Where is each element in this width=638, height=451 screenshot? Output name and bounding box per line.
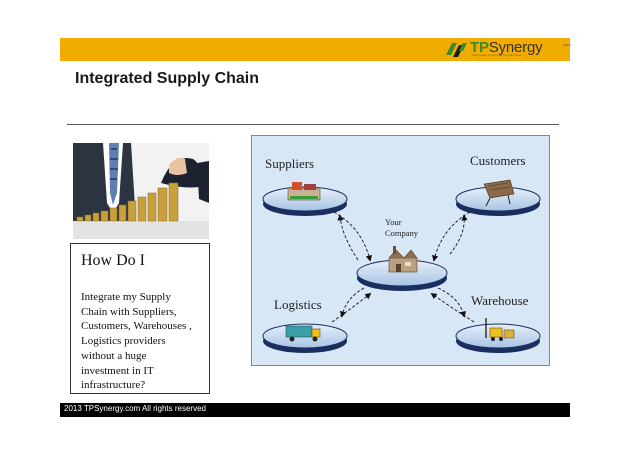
question-box: How Do I Integrate my Supply Chain with …	[70, 243, 210, 394]
title-divider	[67, 124, 559, 125]
warehouse-forklift-icon	[485, 318, 515, 341]
arrow-warehouse-to-company	[430, 292, 475, 323]
arrow-company-to-logistics	[339, 287, 365, 318]
center-label-line: Your	[385, 217, 402, 227]
question-line: Integrate my Supply	[81, 291, 171, 303]
supplier-factory-icon	[287, 182, 321, 201]
node-label-customers: Customers	[470, 153, 526, 168]
logo-trademark: .com	[562, 42, 571, 47]
diagram-graphics	[262, 179, 541, 353]
question-body: Integrate my Supply Chain with Suppliers…	[81, 290, 209, 393]
node-label-logistics: Logistics	[274, 297, 322, 312]
arrow-suppliers-to-company	[333, 211, 372, 262]
arrow-company-to-warehouse	[437, 287, 467, 318]
question-line: investment in IT	[81, 364, 154, 377]
customer-cart-icon	[483, 179, 515, 207]
node-label-suppliers: Suppliers	[265, 156, 315, 171]
logo-name-tp: TP	[470, 39, 489, 56]
suppliers-platform	[262, 186, 348, 216]
node-label-warehouse: Warehouse	[471, 293, 529, 308]
arrow-customers-to-company	[432, 211, 471, 262]
question-line: without a huge	[81, 349, 147, 362]
company-building-icon	[388, 246, 418, 273]
company-platform	[356, 259, 448, 291]
logistics-truck-icon	[285, 325, 321, 342]
flow-arrows	[331, 211, 475, 323]
tpsynergy-logo: TPSynergy .com Integration & Outsourcing…	[444, 38, 571, 61]
question-line: Chain with Suppliers,	[81, 305, 177, 318]
question-line: Logistics providers	[81, 335, 166, 348]
page-title: Integrated Supply Chain	[75, 70, 260, 87]
question-line: Customers, Warehouses ,	[81, 320, 192, 333]
center-label-your-company: Your Company	[385, 217, 418, 239]
footer-copyright: 2013 TPSynergy.com All rights reserved	[64, 404, 206, 413]
arrow-company-to-customers	[449, 214, 468, 255]
arrow-company-to-suppliers	[337, 214, 359, 261]
footer-bar: 2013 TPSynergy.com All rights reserved	[60, 403, 570, 417]
logo-name: TPSynergy	[470, 39, 543, 56]
question-heading: How Do I	[81, 252, 145, 269]
supply-chain-diagram: Suppliers Customers Your Company Logisti…	[251, 135, 550, 366]
question-line: infrastructure?	[81, 379, 146, 392]
logo-tagline: Integration & Outsourcing Services	[472, 53, 522, 57]
center-label-line: Company	[385, 228, 419, 238]
logo-name-synergy: Synergy	[488, 39, 543, 56]
tpsynergy-logo-icon	[446, 42, 467, 57]
businessman-coins-photo	[73, 143, 209, 239]
header-accent-bar	[60, 38, 570, 61]
